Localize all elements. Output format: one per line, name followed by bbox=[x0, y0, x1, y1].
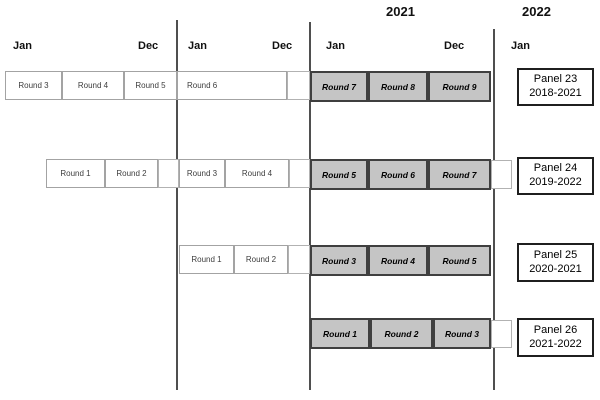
round-box: Round 2 bbox=[234, 245, 288, 274]
round-box-current: Round 6 bbox=[368, 159, 428, 190]
panel-name: Panel 23 bbox=[533, 73, 578, 86]
year-header-2022: 2022 bbox=[522, 4, 551, 19]
partial-round-stub bbox=[491, 320, 512, 348]
round-box-current: Round 1 bbox=[310, 318, 370, 349]
year-divider-line-3 bbox=[493, 29, 495, 390]
round-box: Round 4 bbox=[225, 159, 289, 188]
round-box: Round 6 bbox=[177, 71, 287, 100]
partial-round-stub bbox=[289, 159, 310, 188]
panel-label-box: Panel 25 2020-2021 bbox=[517, 243, 594, 282]
round-box: Round 1 bbox=[46, 159, 105, 188]
month-label-dec-2021: Dec bbox=[444, 40, 465, 52]
round-box: Round 3 bbox=[179, 159, 225, 188]
panel-name: Panel 26 bbox=[533, 323, 578, 336]
month-label-jan-2021: Jan bbox=[326, 40, 345, 52]
panel-label-box: Panel 26 2021-2022 bbox=[517, 318, 594, 357]
panel-name: Panel 25 bbox=[533, 248, 578, 261]
round-box-current: Round 8 bbox=[368, 71, 428, 102]
panel-name: Panel 24 bbox=[533, 162, 578, 175]
month-label-jan-y1: Jan bbox=[13, 40, 32, 52]
round-box: Round 3 bbox=[5, 71, 62, 100]
round-box: Round 1 bbox=[179, 245, 234, 274]
month-label-jan-2022: Jan bbox=[511, 40, 530, 52]
round-box-current: Round 9 bbox=[428, 71, 491, 102]
round-box-current: Round 3 bbox=[310, 245, 368, 276]
round-box-current: Round 4 bbox=[368, 245, 428, 276]
month-label-dec-y1: Dec bbox=[138, 40, 159, 52]
partial-round-stub bbox=[287, 71, 310, 100]
partial-round-stub bbox=[288, 245, 310, 274]
round-box-current: Round 7 bbox=[310, 71, 368, 102]
round-box-current: Round 5 bbox=[310, 159, 368, 190]
round-box-current: Round 7 bbox=[428, 159, 491, 190]
round-box-current: Round 2 bbox=[370, 318, 433, 349]
panel-label-box: Panel 23 2018-2021 bbox=[517, 68, 594, 106]
year-divider-line-1 bbox=[176, 20, 178, 390]
round-box-current: Round 5 bbox=[428, 245, 491, 276]
round-box: Round 4 bbox=[62, 71, 124, 100]
panel-period: 2021-2022 bbox=[529, 337, 582, 350]
panel-period: 2019-2022 bbox=[529, 176, 582, 188]
panel-label-box: Panel 24 2019-2022 bbox=[517, 157, 594, 195]
round-box-current: Round 3 bbox=[433, 318, 491, 349]
partial-round-stub bbox=[491, 160, 512, 189]
round-box: Round 5 bbox=[124, 71, 177, 100]
round-box: Round 2 bbox=[105, 159, 158, 188]
month-label-dec-y2: Dec bbox=[272, 40, 293, 52]
panel-period: 2018-2021 bbox=[529, 87, 582, 99]
year-header-2021: 2021 bbox=[386, 4, 415, 19]
month-label-jan-y2: Jan bbox=[188, 40, 207, 52]
panel-period: 2020-2021 bbox=[529, 262, 582, 275]
partial-round-stub bbox=[158, 159, 179, 188]
year-divider-line-2 bbox=[309, 22, 311, 390]
